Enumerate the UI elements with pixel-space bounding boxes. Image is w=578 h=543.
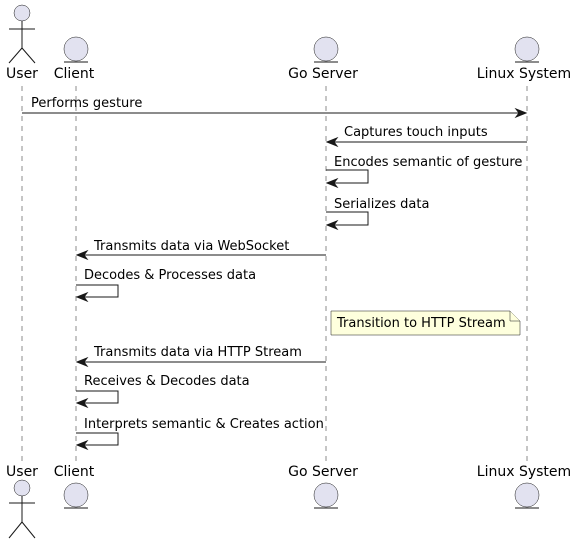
participant-client-bottom: Client xyxy=(54,464,95,509)
participant-go-server-top: Go Server xyxy=(288,36,358,82)
entity-icon xyxy=(313,36,339,63)
participant-label: Linux System xyxy=(477,66,571,82)
participant-label: Client xyxy=(54,464,95,480)
participant-user-top: User xyxy=(6,4,38,82)
message-captures-touch-inputs: Captures touch inputs xyxy=(325,125,527,148)
message-performs-gesture: Performs gesture xyxy=(22,96,528,119)
message-decodes-processes: Decodes & Processes data xyxy=(75,268,256,303)
message-label: Captures touch inputs xyxy=(344,125,488,140)
message-transmits-http-stream: Transmits data via HTTP Stream xyxy=(75,345,326,368)
entity-icon xyxy=(514,482,540,509)
participant-label: Go Server xyxy=(288,464,358,480)
message-encodes-semantic: Encodes semantic of gesture xyxy=(325,155,522,189)
entity-icon xyxy=(63,36,89,63)
participant-label: Client xyxy=(54,66,95,82)
message-label: Interprets semantic & Creates action xyxy=(84,417,324,432)
participant-linux-system-bottom: Linux System xyxy=(477,464,571,509)
message-receives-decodes: Receives & Decodes data xyxy=(75,374,250,409)
actor-icon xyxy=(8,4,36,64)
message-interprets-creates: Interprets semantic & Creates action xyxy=(75,417,324,451)
participant-go-server-bottom: Go Server xyxy=(288,464,358,509)
entity-icon xyxy=(313,482,339,509)
participant-label: Linux System xyxy=(477,464,571,480)
entity-icon xyxy=(514,36,540,63)
message-transmits-websocket: Transmits data via WebSocket xyxy=(75,239,326,261)
note-transition: Transition to HTTP Stream xyxy=(330,310,521,336)
message-label: Transmits data via WebSocket xyxy=(93,239,289,254)
entity-icon xyxy=(63,482,89,509)
message-label: Serializes data xyxy=(334,197,429,212)
participant-label: User xyxy=(6,66,38,82)
actor-icon xyxy=(8,479,36,539)
message-label: Transmits data via HTTP Stream xyxy=(93,345,302,360)
participant-label: Go Server xyxy=(288,66,358,82)
note-label: Transition to HTTP Stream xyxy=(336,316,506,331)
participant-user-bottom: User xyxy=(6,464,38,539)
message-label: Encodes semantic of gesture xyxy=(334,155,522,170)
participant-client-top: Client xyxy=(54,36,95,82)
participant-label: User xyxy=(6,464,38,480)
message-serializes-data: Serializes data xyxy=(325,197,429,231)
message-label: Receives & Decodes data xyxy=(84,374,250,389)
message-label: Performs gesture xyxy=(31,96,142,111)
message-label: Decodes & Processes data xyxy=(84,268,256,283)
participant-linux-system-top: Linux System xyxy=(477,36,571,82)
